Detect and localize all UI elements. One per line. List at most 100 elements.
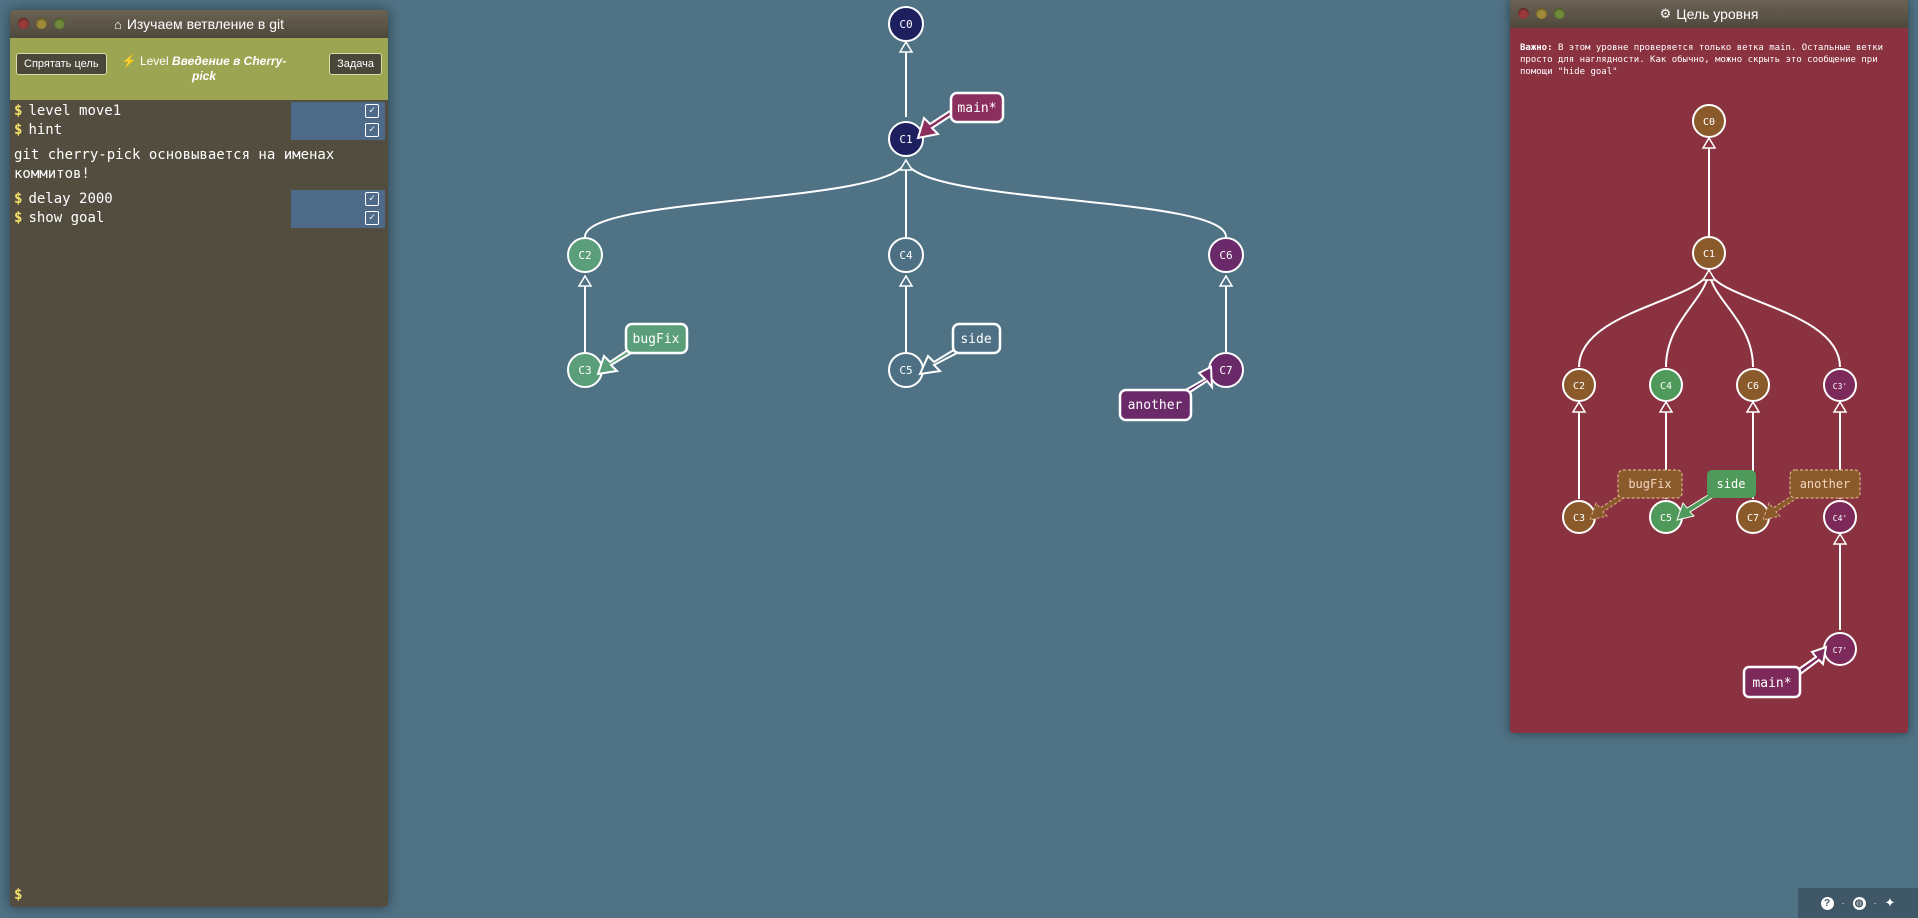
command-text: show goal [28, 210, 105, 226]
objective-button[interactable]: Задача [329, 53, 382, 75]
commit-label: C0 [899, 18, 912, 31]
commit-label: C5 [1660, 513, 1672, 524]
commit-node[interactable]: C5 [888, 352, 924, 388]
goal-note-bold: Важно: [1520, 43, 1553, 53]
commit-node[interactable]: C1 [1692, 236, 1726, 270]
command-text: delay 2000 [28, 191, 113, 207]
goal-title: Цель уровня [1676, 6, 1759, 22]
commit-label: C7 [1219, 364, 1232, 377]
commit-node[interactable]: C5 [1649, 500, 1683, 534]
commit-node[interactable]: C6 [1208, 237, 1244, 273]
arrowhead-icon [898, 158, 914, 171]
level-name: Введение в Cherry-pick [171, 54, 287, 83]
branch-label: main* [957, 101, 996, 116]
commit-node[interactable]: C2 [1562, 368, 1596, 402]
footer-toolbar: ? · ◍ · ✦ [1798, 888, 1918, 918]
branch-another[interactable]: another [1118, 365, 1214, 422]
maximize-dot-icon[interactable] [54, 18, 65, 29]
commit-label: C0 [1703, 117, 1715, 128]
minimize-dot-icon[interactable] [1536, 8, 1547, 19]
checkbox-checked-icon: ✓ [365, 211, 379, 225]
edge [905, 159, 1227, 238]
checkbox-checked-icon: ✓ [365, 104, 379, 118]
commit-label: C3' [1833, 382, 1847, 391]
level-toolbar: Спрятать цель ⚡ Level Введение в Cherry-… [10, 38, 388, 100]
branch-label: main* [1752, 676, 1791, 691]
branch-main[interactable]: main* [1742, 645, 1828, 699]
level-prefix: Level [139, 54, 169, 68]
commit-node[interactable]: C4' [1823, 500, 1857, 534]
gear-icon: ⚙ [1659, 6, 1672, 21]
branch-label: bugFix [1628, 477, 1671, 491]
commit-label: C1 [899, 133, 912, 146]
checkbox-checked-icon: ✓ [365, 123, 379, 137]
commit-node[interactable]: C2 [567, 237, 603, 273]
close-dot-icon[interactable] [1518, 8, 1529, 19]
home-icon: ⌂ [114, 16, 122, 32]
branch-label: bugFix [633, 332, 680, 347]
arrowhead-icon [898, 274, 914, 287]
minimize-dot-icon[interactable] [36, 18, 47, 29]
commit-label: C5 [899, 364, 912, 377]
commit-node[interactable]: C1 [888, 121, 924, 157]
commit-label: C6 [1747, 381, 1759, 392]
commit-node[interactable]: C3 [567, 352, 603, 388]
commit-node[interactable]: C0 [888, 6, 924, 42]
branch-label: another [1800, 477, 1851, 491]
command-entry: ✓ $hint [14, 121, 385, 140]
lightning-icon: ⚡ [121, 54, 137, 68]
commit-label: C7 [1747, 513, 1759, 524]
prompt-symbol: $ [14, 191, 23, 207]
commit-label: C4' [1833, 514, 1847, 523]
commit-node[interactable]: C7' [1823, 632, 1857, 666]
window-controls [18, 18, 65, 29]
globe-icon[interactable]: ◍ [1852, 896, 1866, 910]
command-input-prompt[interactable]: $ [14, 887, 23, 903]
edge [1708, 269, 1841, 368]
hint-output: git cherry-pick основывается на именах к… [14, 147, 335, 182]
branch-bugfix[interactable]: bugFix [596, 322, 689, 376]
hide-goal-button[interactable]: Спрятать цель [16, 53, 107, 75]
command-status: ✓ [291, 121, 385, 140]
commit-node[interactable]: C4 [888, 237, 924, 273]
command-status: ✓ [291, 209, 385, 228]
command-status: ✓ [291, 102, 385, 121]
commit-node[interactable]: C7 [1208, 352, 1244, 388]
branch-another[interactable]: another [1762, 469, 1861, 521]
edge [1665, 269, 1710, 368]
commit-node[interactable]: C3 [1562, 500, 1596, 534]
close-dot-icon[interactable] [18, 18, 29, 29]
terminal-window: ⌂ Изучаем ветвление в git Спрятать цель … [10, 10, 388, 907]
arrowhead-icon [1701, 268, 1717, 281]
commit-node[interactable]: C6 [1736, 368, 1770, 402]
maximize-dot-icon[interactable] [1554, 8, 1565, 19]
commit-node[interactable]: C4 [1649, 368, 1683, 402]
twitter-icon[interactable]: ✦ [1884, 895, 1896, 910]
branch-side[interactable]: side [1676, 470, 1756, 521]
arrowhead-icon [1832, 532, 1848, 545]
command-status: ✓ [291, 190, 385, 209]
commit-label: C7' [1833, 646, 1847, 655]
commit-label: C1 [1703, 249, 1715, 260]
branch-label: side [1717, 477, 1746, 491]
commit-label: C4 [1660, 381, 1672, 392]
branch-label: side [960, 332, 991, 347]
commit-label: C3 [1573, 513, 1585, 524]
commit-node[interactable]: C0 [1692, 104, 1726, 138]
arrowhead-icon [1745, 400, 1761, 413]
branch-main[interactable]: main* [916, 91, 1005, 140]
arrowhead-icon [577, 274, 593, 287]
arrowhead-icon [1218, 274, 1234, 287]
branch-bugfix[interactable]: bugFix [1589, 469, 1683, 521]
commit-node[interactable]: C3' [1823, 368, 1857, 402]
branch-side[interactable]: side [918, 322, 1002, 376]
separator: · [1873, 898, 1877, 908]
commit-label: C4 [899, 249, 913, 262]
terminal-titlebar: ⌂ Изучаем ветвление в git [10, 10, 388, 38]
arrowhead-icon [898, 40, 914, 53]
terminal-title: Изучаем ветвление в git [126, 16, 284, 32]
commit-label: C6 [1219, 249, 1232, 262]
arrowhead-icon [1571, 400, 1587, 413]
help-icon[interactable]: ? [1820, 896, 1834, 910]
goal-note: Важно: В этом уровне проверяется только … [1510, 28, 1908, 78]
